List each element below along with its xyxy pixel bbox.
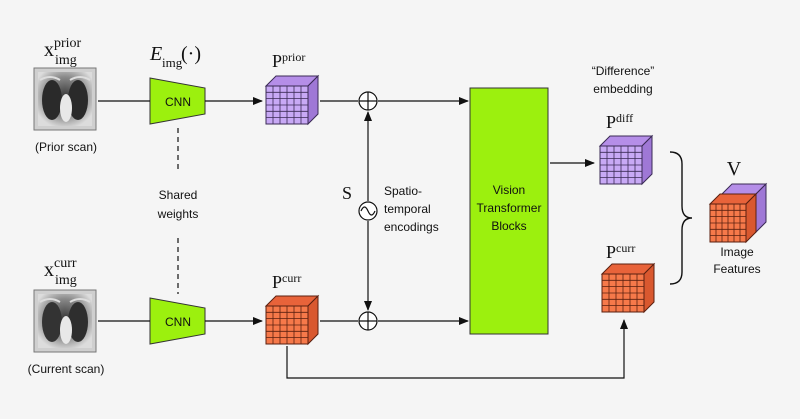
encodings-line2: temporal	[384, 202, 431, 216]
edge-current-patches-skip	[286, 319, 628, 379]
current-output-patch-cube	[600, 262, 656, 314]
current-scan-variable-sub: img	[55, 273, 77, 288]
current-scan-caption: (Current scan)	[28, 362, 105, 376]
encoding-symbol: S	[342, 183, 352, 203]
encodings-line3: encodings	[384, 220, 439, 234]
current-patch-cube	[264, 294, 320, 346]
diff-patch-label: Pdiff	[606, 111, 633, 132]
prior-xray-image	[33, 67, 97, 131]
sine-encoding-icon	[358, 201, 378, 221]
current-scan-variable: xcurr	[44, 256, 77, 281]
prior-scan-caption: (Prior scan)	[35, 140, 97, 154]
diff-patch-cube	[598, 134, 654, 186]
encoder-label: E	[149, 43, 162, 65]
svg-text:Vision: Vision	[493, 183, 525, 197]
current-output-patch-label: Pcurr	[606, 241, 635, 262]
prior-scan-variable: xprior	[44, 36, 82, 61]
current-xray-image	[33, 289, 97, 353]
image-features-line1: Image	[720, 245, 754, 259]
current-patch-label: Pcurr	[272, 271, 301, 292]
svg-text:CNN: CNN	[165, 315, 191, 329]
svg-text:Blocks: Blocks	[491, 219, 526, 233]
shared-weights-line2: weights	[157, 207, 199, 221]
encoder-label-args: (·)	[181, 43, 201, 65]
prior-patch-cube	[264, 74, 320, 126]
adder-current	[358, 311, 378, 331]
prior-patch-label: Pprior	[272, 50, 305, 71]
adder-prior	[358, 91, 378, 111]
vision-transformer-block: Vision Transformer Blocks	[469, 87, 549, 335]
shared-weights-line1: Shared	[159, 188, 198, 202]
encoder-label-sub: img	[162, 55, 183, 70]
features-symbol: V	[727, 158, 742, 180]
difference-embedding-line1: “Difference”	[592, 64, 654, 78]
encodings-line1: Spatio-	[384, 184, 422, 198]
image-features-line2: Features	[713, 262, 760, 276]
grouping-brace	[669, 151, 693, 285]
image-features-cube-stack	[708, 182, 768, 244]
cnn-current-block: CNN	[149, 297, 206, 345]
cnn-prior-block: CNN	[149, 77, 206, 125]
svg-text:CNN: CNN	[165, 95, 191, 109]
prior-scan-variable-sub: img	[55, 53, 77, 68]
difference-embedding-line2: embedding	[593, 82, 652, 96]
svg-text:Transformer: Transformer	[477, 201, 542, 215]
